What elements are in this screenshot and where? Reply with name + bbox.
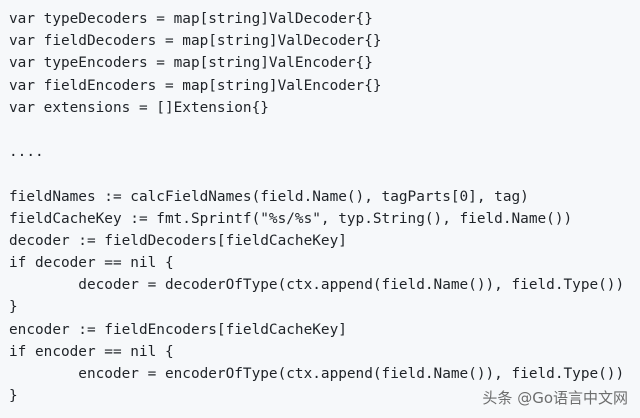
code-line: if decoder == nil { <box>9 255 174 272</box>
code-line: var typeEncoders = map[string]ValEncoder… <box>9 55 373 72</box>
code-line: } <box>9 299 18 316</box>
code-line: var typeDecoders = map[string]ValDecoder… <box>9 11 373 27</box>
code-line: decoder := fieldDecoders[fieldCacheKey] <box>9 232 347 249</box>
code-line: encoder = encoderOfType(ctx.append(field… <box>9 366 625 382</box>
code-line: fieldNames := calcFieldNames(field.Name(… <box>9 188 529 205</box>
code-line: var fieldEncoders = map[string]ValEncode… <box>9 77 382 94</box>
code-line <box>9 163 632 185</box>
code-line: encoder := fieldEncoders[fieldCacheKey] <box>9 321 347 338</box>
watermark: 头条 @Go语言中文网 <box>482 387 628 408</box>
code-line: fieldCacheKey := fmt.Sprintf("%s/%s", ty… <box>9 210 573 227</box>
code-line: var fieldDecoders = map[string]ValDecode… <box>9 33 382 50</box>
code-line: var extensions = []Extension{} <box>9 99 269 116</box>
code-line: .... <box>9 144 44 161</box>
code-line: if encoder == nil { <box>9 343 174 360</box>
code-line: decoder = decoderOfType(ctx.append(field… <box>9 277 625 294</box>
code-line <box>9 119 632 141</box>
code-line: } <box>9 388 18 405</box>
watermark-text: 头条 @Go语言中文网 <box>482 389 628 407</box>
